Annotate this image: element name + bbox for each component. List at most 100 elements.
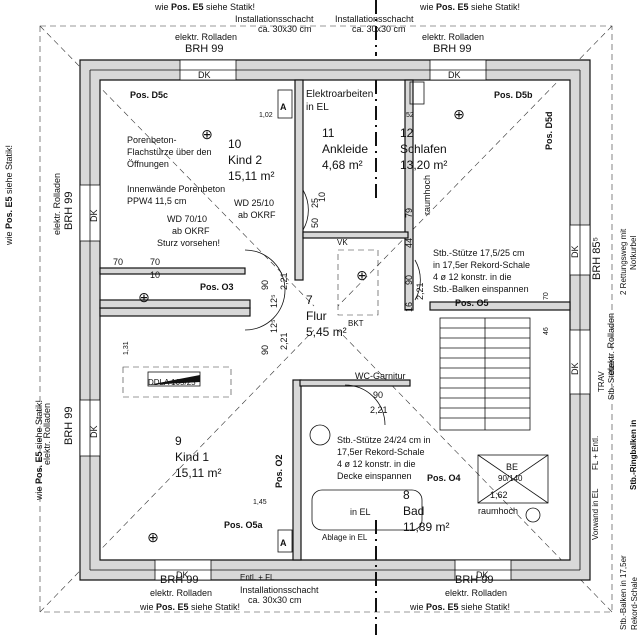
dim-162: 1,62: [490, 490, 508, 500]
light-icon: ⊕: [453, 106, 465, 122]
note-be-size: 90/140: [498, 474, 523, 483]
note-vk: VK: [337, 238, 348, 247]
shaft-bottom-entl: Entl. + FL: [240, 573, 275, 582]
room-ankleide-num: 11: [322, 126, 335, 140]
pos-d5d: Pos. D5d: [544, 111, 554, 150]
windows: [79, 59, 591, 581]
pos-o5a: Pos. O5a: [224, 520, 264, 530]
dim-50: 50: [310, 218, 320, 228]
note-stuetze2-4: Decke einspannen: [337, 471, 412, 481]
dk-left-lower: DK: [89, 425, 99, 438]
note-raumhoch-2: raumhoch: [478, 506, 518, 516]
bath-fixtures: [122, 249, 549, 531]
dim-70b: 70: [150, 257, 160, 267]
dim-90b: 90: [260, 345, 270, 355]
note-wd2510-1: WD 25/10: [234, 198, 274, 208]
external-notes: wie Pos. E5 siehe Statik! wie Pos. E5 si…: [4, 2, 639, 630]
dim-70a: 70: [113, 257, 123, 267]
shaft-bottom-size: ca. 30x30 cm: [248, 595, 302, 605]
dim-221d: 2,21: [370, 405, 388, 415]
dim-131: 1,31: [123, 341, 130, 355]
top-right-note: wie Pos. E5 siehe Statik!: [419, 2, 520, 12]
room-schlafen-num: 12: [400, 126, 414, 140]
shaft-top-1-label: Installationsschacht: [235, 14, 314, 24]
shaft-top-1-size: ca. 30x30 cm: [258, 24, 312, 34]
dim-90d: 90: [373, 390, 383, 400]
interior-walls: [99, 79, 571, 561]
note-stuetze1-2: in 17,5er Rekord-Schale: [433, 260, 530, 270]
dim-145: 1,45: [253, 499, 267, 506]
left-note-2: wie Pos. E5 siehe Statik!: [34, 400, 44, 501]
dk-left-upper: DK: [89, 209, 99, 222]
position-labels: Pos. D5c Pos. D5b Pos. D5d Pos. O3 Pos. …: [130, 90, 554, 530]
dim-46: 46: [543, 327, 550, 335]
note-innenwaende-2: PPW4 11,5 cm: [127, 196, 186, 206]
dim-125b: 12⁵: [269, 319, 279, 333]
right-note-1: 2 Rettungsweg mit: [619, 228, 628, 295]
dim-102: 1,02: [259, 112, 273, 119]
installation-shafts: Installationsschacht ca. 30x30 cm Instal…: [235, 14, 425, 605]
note-stuetze1-4: Stb.-Balken einspannen: [433, 284, 529, 294]
room-kind2-area: 15,11 m²: [228, 169, 274, 183]
note-porenbeton-2: Flachstürze über den: [127, 147, 212, 157]
note-elektro-1: Elektroarbeiten: [306, 89, 373, 100]
room-ankleide-area: 4,68 m²: [322, 158, 363, 172]
note-porenbeton-3: Öffnungen: [127, 159, 169, 169]
pos-d5c: Pos. D5c: [130, 90, 168, 100]
top-left-brh: BRH 99: [185, 43, 224, 55]
right-note-7: Rekord-Schale: [630, 577, 639, 630]
staircase: [439, 317, 531, 431]
room-flur-num: 7: [306, 293, 313, 307]
left-upper-rolladen: elektr. Rolladen: [52, 173, 62, 235]
room-bad-num: 8: [403, 488, 410, 502]
bottom-left-brh: BRH 99: [160, 574, 199, 586]
room-kind1-area: 15,11 m²: [175, 466, 221, 480]
pos-o5: Pos. O5: [455, 298, 489, 308]
room-bad-name: Bad: [403, 504, 424, 518]
pos-o4: Pos. O4: [427, 473, 461, 483]
dk-bottom-right: DK: [476, 570, 489, 580]
dimensions: 1,02 52 70 70 10 90 90 90 90 2,21 2,21 2…: [113, 112, 550, 506]
bottom-right-rolladen: elektr. Rolladen: [445, 588, 507, 598]
note-wd7010-2: ab OKRF: [172, 226, 210, 236]
dk-right-upper: DK: [570, 245, 580, 258]
left-note-1: wie Pos. E5 siehe Statik!: [4, 145, 14, 246]
right-note-5: Stb.-Ringbalken in: [629, 420, 638, 490]
dim-70c: 70: [543, 292, 550, 300]
left-lower-rolladen: elektr. Rolladen: [42, 403, 52, 465]
shaft-top-2-label: Installationsschacht: [335, 14, 414, 24]
shaft-top-2-size: ca. 30x30 cm: [352, 24, 406, 34]
dk-top-left: DK: [198, 70, 211, 80]
dim-221c: 2,21: [415, 282, 425, 300]
note-porenbeton-1: Porenbeton-: [127, 135, 177, 145]
note-stuetze1-3: 4 ø 12 konstr. in die: [433, 272, 512, 282]
top-right-brh: BRH 99: [433, 43, 472, 55]
left-upper-brh: BRH 99: [63, 191, 75, 230]
annotations: Porenbeton- Flachstürze über den Öffnung…: [127, 89, 530, 548]
note-be: BE: [506, 462, 518, 472]
note-stuetze2-2: 17,5er Rekord-Schale: [337, 447, 425, 457]
light-icon: ⊕: [201, 126, 213, 142]
top-left-rolladen: elektr. Rolladen: [175, 32, 237, 42]
room-schlafen-name: Schlafen: [400, 142, 447, 156]
pos-o2: Pos. O2: [274, 454, 284, 488]
right-upper-brh: BRH 85⁵: [591, 237, 603, 280]
note-ddla: DDLA 105/25: [148, 378, 196, 387]
dim-125a: 12⁵: [269, 294, 279, 308]
room-kind1-name: Kind 1: [175, 450, 209, 464]
dim-25: 25: [310, 198, 320, 208]
dim-221a: 2,21: [279, 272, 289, 290]
right-note-9: FL + Entl.: [591, 436, 600, 470]
dk-bottom-left: DK: [176, 570, 189, 580]
note-bkt: BKT: [348, 319, 364, 328]
room-kind2-name: Kind 2: [228, 153, 262, 167]
dim-10: 10: [150, 270, 160, 280]
right-note-4: TRAV: [597, 371, 606, 392]
note-wd2510-2: ab OKRF: [238, 210, 276, 220]
right-note-6: Stb.-Balken in 17,5er: [619, 555, 628, 630]
dim-90a: 90: [260, 280, 270, 290]
right-note-8: Vorwand in EL: [591, 488, 600, 540]
left-lower-brh: BRH 99: [63, 406, 75, 445]
note-stuetze2-3: 4 ø 12 konstr. in die: [337, 459, 416, 469]
